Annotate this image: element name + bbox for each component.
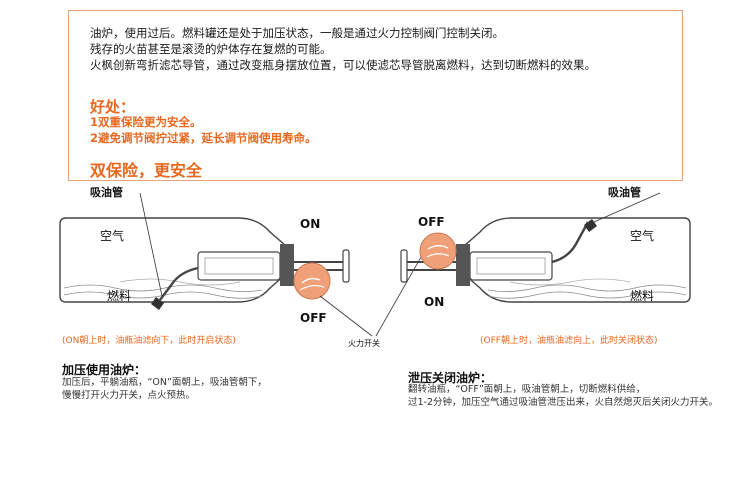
left-air-label: 空气: [100, 228, 124, 243]
left-pipe-label: 吸油管: [90, 185, 123, 199]
right-off-label: OFF: [418, 215, 445, 229]
right-caption: (OFF朝上时，油瓶油滤向上，此时关闭状态): [480, 336, 658, 346]
pressurize-line-1: 加压后，平躺油瓶，“ON”面朝上，吸油管朝下，: [62, 377, 267, 388]
right-pipe-label: 吸油管: [608, 185, 641, 199]
benefit-item-2: 2避免调节阀拧过紧，延长调节阀使用寿命。: [90, 131, 317, 145]
valve-label: 火力开关: [348, 338, 380, 348]
release-line-2: 过1-2分钟，加压空气通过吸油管泄压出来，火自然熄灭后关闭火力开关。: [408, 397, 719, 408]
right-air-label: 空气: [630, 228, 654, 243]
right-bottle: [400, 192, 691, 303]
left-on-label: ON: [300, 217, 320, 231]
left-bottle: [59, 192, 350, 310]
intro-line-2: 残存的火苗甚至是滚烫的炉体存在复燃的可能。: [90, 42, 332, 56]
benefit-heading: 好处：: [90, 98, 136, 116]
release-title: 泄压关闭油炉：: [408, 371, 493, 385]
right-pump-body: [469, 251, 553, 281]
intro-frame: [68, 10, 683, 181]
right-fuel-label: 燃料: [630, 288, 654, 303]
pressurize-line-2: 慢慢打开火力开关，点火预热。: [62, 390, 196, 401]
right-valve-knob: [419, 232, 457, 270]
right-on-label: ON: [424, 295, 444, 309]
right-bottle-cap: [456, 244, 470, 286]
release-line-1: 翻转油瓶，“OFF”面朝上，吸油管朝上，切断燃料供给，: [408, 384, 646, 395]
intro-line-3: 火枫创新弯折滤芯导管，通过改变瓶身摆放位置，可以使滤芯导管脱离燃料，达到切断燃料…: [90, 58, 596, 72]
left-valve-knob: [293, 262, 331, 300]
right-fuel-pipe: [551, 221, 590, 264]
left-pump-body: [197, 251, 281, 281]
intro-line-1: 油炉，使用过后。燃料罐还是处于加压状态，一般是通过火力控制阀门控制关闭。: [90, 26, 504, 40]
bottle-diagram: 吸油管 空气 燃料 ON OFF 火力开关 吸油管 空气 燃料 OFF ON: [59, 185, 691, 348]
left-off-label: OFF: [300, 311, 327, 325]
left-fuel-pipe: [159, 266, 199, 301]
slogan: 双保险，更安全: [90, 161, 203, 180]
pressurize-title: 加压使用油炉：: [62, 363, 147, 377]
benefit-item-1: 1双重保险更为安全。: [90, 115, 202, 129]
left-fuel-label: 燃料: [107, 288, 131, 303]
left-bottle-cap: [280, 244, 294, 286]
left-caption: (ON朝上时，油瓶油滤向下，此时开启状态): [62, 336, 236, 346]
